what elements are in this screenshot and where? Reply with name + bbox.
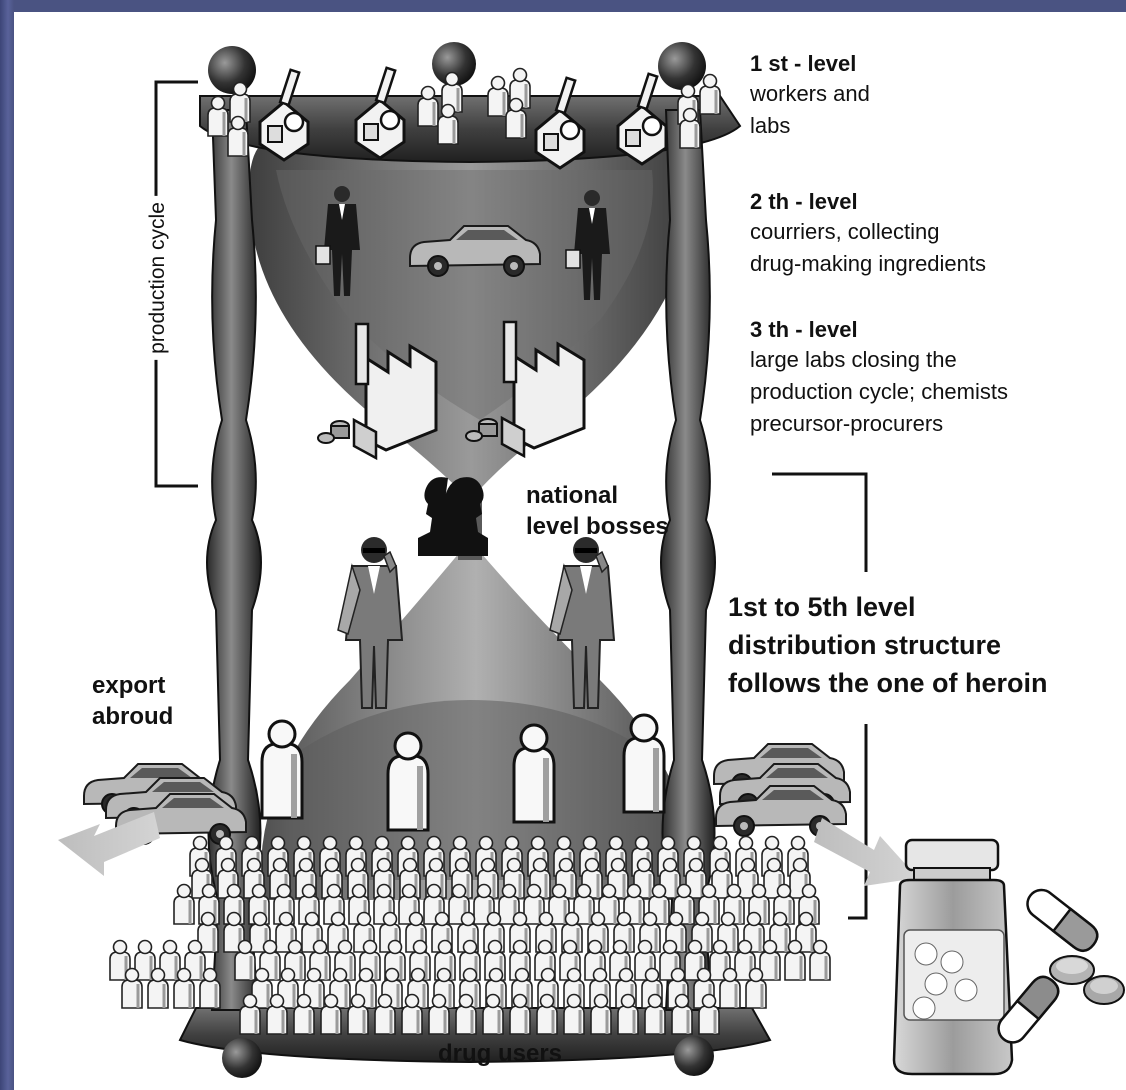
level-1-block: 1 st - level workers and labs <box>750 50 870 142</box>
production-cycle-label-wrap: production cycle <box>140 178 176 378</box>
drug-user-figure <box>483 995 503 1035</box>
drug-user-figure <box>456 995 476 1035</box>
capsules-and-tablets <box>993 884 1124 1048</box>
distribution-structure-label: 1st to 5th level distribution structure … <box>728 588 1048 702</box>
export-arrow-left <box>58 812 160 876</box>
drug-user-figure <box>785 941 805 981</box>
national-bosses-silhouette <box>418 477 488 556</box>
drug-user-figure <box>810 941 830 981</box>
drug-user-figure <box>746 969 766 1009</box>
drug-users-crowd <box>110 837 830 1035</box>
drug-user-figure <box>672 995 692 1035</box>
drug-user-figure <box>429 995 449 1035</box>
drug-user-figure <box>618 995 638 1035</box>
level-3-description: large labs closing the production cycle;… <box>750 344 1008 440</box>
drug-user-figure <box>174 885 194 925</box>
drug-user-figure <box>200 969 220 1009</box>
level-3-title: 3 th - level <box>750 316 1008 344</box>
drug-user-figure <box>174 969 194 1009</box>
drug-user-figure <box>591 995 611 1035</box>
drug-user-figure <box>699 995 719 1035</box>
drug-user-figure <box>321 995 341 1035</box>
drug-user-figure <box>235 941 255 981</box>
drug-user-figure <box>122 969 142 1009</box>
drug-user-figure <box>402 995 422 1035</box>
drug-user-figure <box>267 995 287 1035</box>
drug-user-figure <box>564 995 584 1035</box>
drug-user-figure <box>537 995 557 1035</box>
drug-users-label: drug users <box>438 1038 562 1069</box>
drug-user-figure <box>375 995 395 1035</box>
drug-user-figure <box>240 995 260 1035</box>
level-2-title: 2 th - level <box>750 188 986 216</box>
drug-user-figure <box>645 995 665 1035</box>
drug-user-figure <box>294 995 314 1035</box>
drug-user-figure <box>348 995 368 1035</box>
national-bosses-label: national level bosses <box>526 480 669 542</box>
level-3-block: 3 th - level large labs closing the prod… <box>750 316 1008 440</box>
drug-user-figure <box>148 969 168 1009</box>
drug-user-figure <box>720 969 740 1009</box>
level-2-block: 2 th - level courriers, collecting drug-… <box>750 188 986 280</box>
export-abroad-label: export abroud <box>92 670 173 732</box>
level-2-description: courriers, collecting drug-making ingred… <box>750 216 986 280</box>
drug-user-figure <box>510 995 530 1035</box>
level-1-title: 1 st - level <box>750 50 870 78</box>
production-cycle-label: production cycle <box>146 196 170 360</box>
level-1-description: workers and labs <box>750 78 870 142</box>
